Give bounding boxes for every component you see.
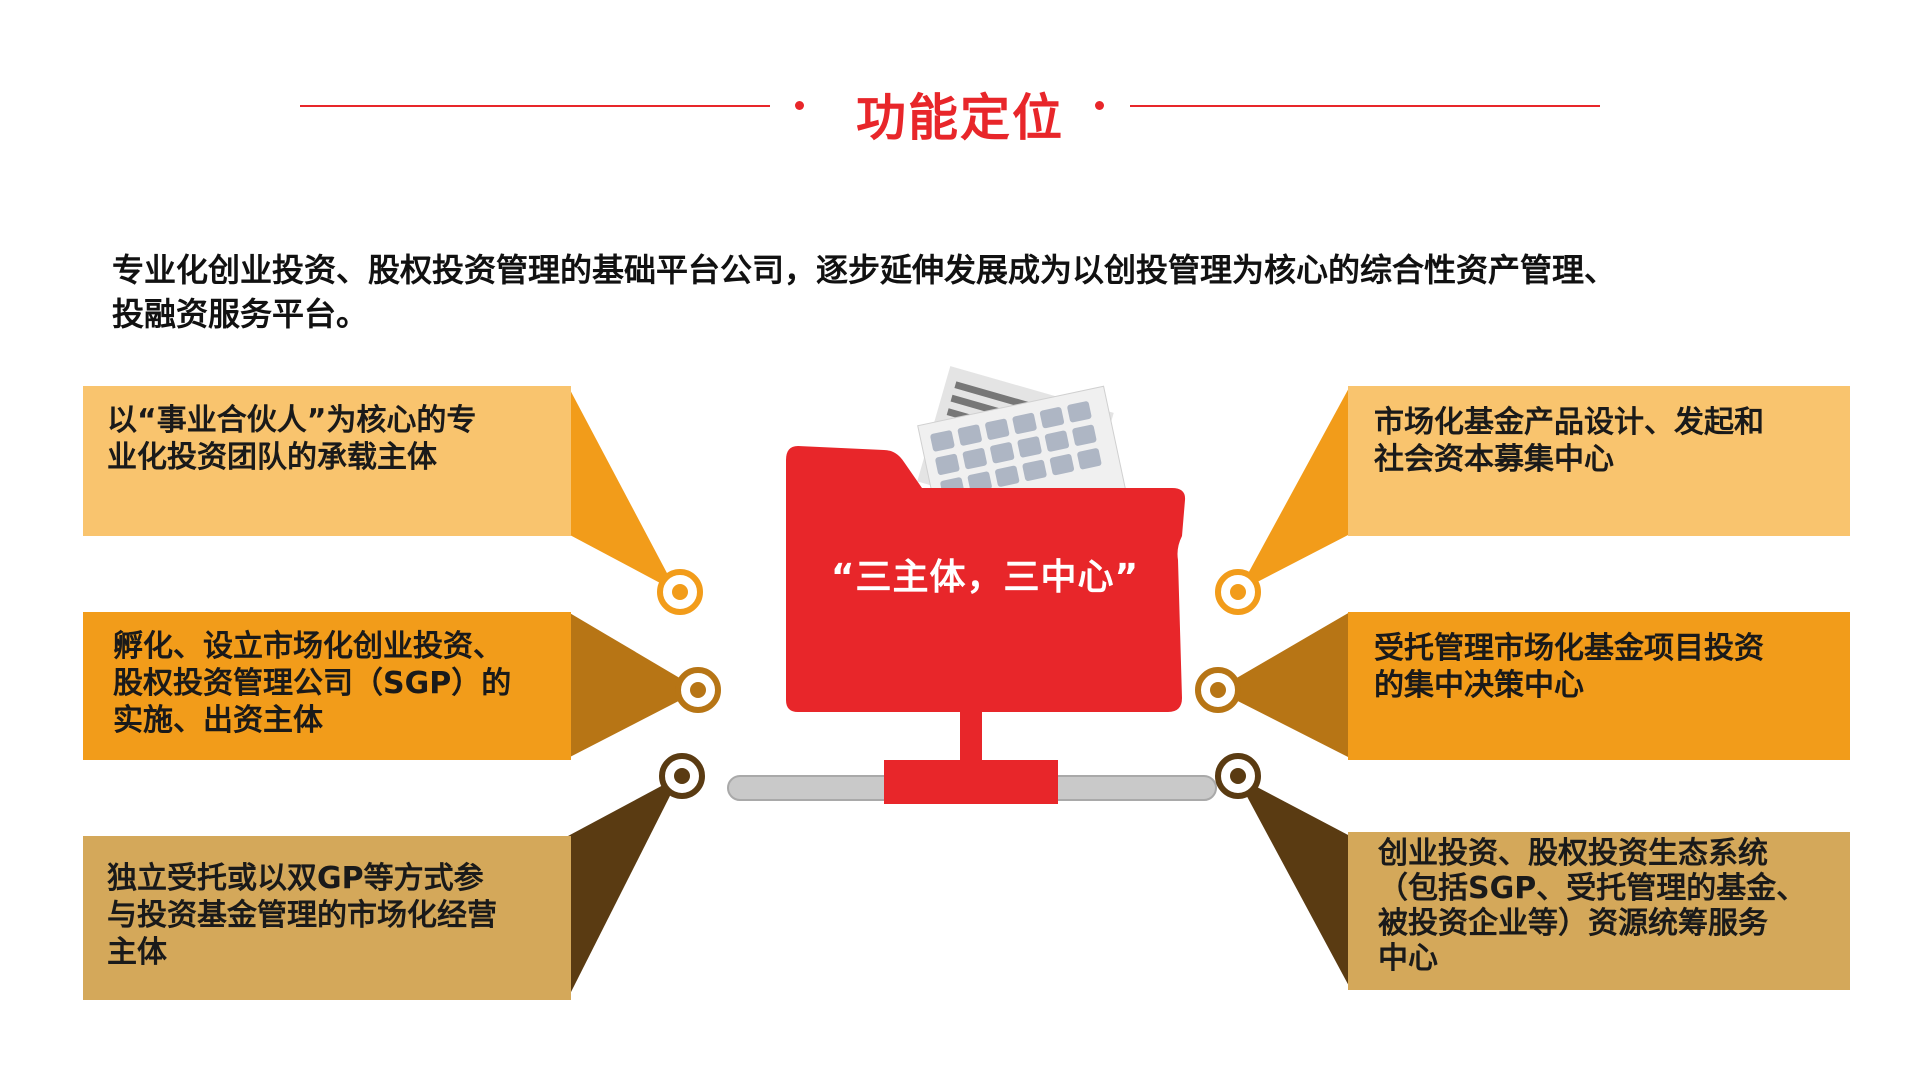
left-box-2-line-2: 股权投资管理公司（SGP）的 [113, 666, 512, 701]
left-box-2-line-1: 孵化、设立市场化创业投资、 [113, 629, 503, 664]
right-box-1-line-1: 市场化基金产品设计、发起和 [1374, 405, 1764, 440]
right-callout-wedge-1 [1238, 386, 1350, 592]
title-right-rule [1130, 105, 1600, 107]
right-box-2-line-2: 的集中决策中心 [1374, 668, 1584, 703]
left-box-2: 孵化、设立市场化创业投资、 股权投资管理公司（SGP）的 实施、出资主体 [83, 612, 571, 760]
folder-base [884, 760, 1058, 804]
left-box-1: 以“事业合伙人”为核心的专 业化投资团队的承载主体 [83, 386, 571, 536]
left-box-1-line-2: 业化投资团队的承载主体 [107, 440, 437, 475]
connector-ring-right-2 [1195, 667, 1241, 713]
folder-icon [786, 446, 1186, 712]
right-box-3-line-2: （包括SGP、受托管理的基金、 [1378, 871, 1807, 906]
right-box-3-line-4: 中心 [1378, 941, 1438, 976]
right-callout-wedge-3 [1236, 776, 1350, 988]
connector-ring-right-3 [1215, 753, 1261, 799]
intro-line-2: 投融资服务平台。 [112, 295, 369, 333]
connector-ring-left-2 [675, 667, 721, 713]
left-callout-wedge-2 [568, 612, 700, 758]
connector-ring-left-3 [659, 753, 705, 799]
page-title: 功能定位 [856, 89, 1064, 147]
right-box-1: 市场化基金产品设计、发起和 社会资本募集中心 [1348, 386, 1850, 536]
right-box-3: 创业投资、股权投资生态系统 （包括SGP、受托管理的基金、 被投资企业等）资源统… [1348, 832, 1850, 990]
right-box-3-line-1: 创业投资、股权投资生态系统 [1378, 836, 1768, 871]
left-box-3: 独立受托或以双GP等方式参 与投资基金管理的市场化经营 主体 [83, 836, 571, 1000]
right-box-3-line-3: 被投资企业等）资源统筹服务 [1378, 906, 1768, 941]
left-box-3-line-3: 主体 [107, 935, 167, 970]
left-callout-wedge-3 [568, 776, 680, 998]
right-box-2: 受托管理市场化基金项目投资 的集中决策中心 [1348, 612, 1850, 760]
left-box-1-line-1: 以“事业合伙人”为核心的专 [107, 403, 477, 438]
intro-text: 专业化创业投资、股权投资管理的基础平台公司，逐步延伸发展成为以创投管理为核心的综… [112, 248, 1832, 336]
connector-ring-right-1 [1215, 569, 1261, 615]
left-box-3-line-2: 与投资基金管理的市场化经营 [107, 898, 497, 933]
left-box-2-line-3: 实施、出资主体 [113, 703, 323, 738]
title-right-dot [1095, 101, 1104, 110]
title-left-dot [795, 101, 804, 110]
connector-ring-left-1 [657, 569, 703, 615]
center-label: “三主体，三中心” [830, 557, 1140, 598]
left-box-3-line-1: 独立受托或以双GP等方式参 [107, 861, 484, 896]
right-box-2-line-1: 受托管理市场化基金项目投资 [1374, 631, 1764, 666]
right-callout-wedge-2 [1216, 612, 1350, 758]
folder-stand [960, 712, 982, 762]
title-left-rule [300, 105, 770, 107]
intro-line-1: 专业化创业投资、股权投资管理的基础平台公司，逐步延伸发展成为以创投管理为核心的综… [112, 251, 1617, 289]
left-callout-wedge-1 [568, 386, 677, 592]
right-box-1-line-2: 社会资本募集中心 [1374, 442, 1614, 477]
